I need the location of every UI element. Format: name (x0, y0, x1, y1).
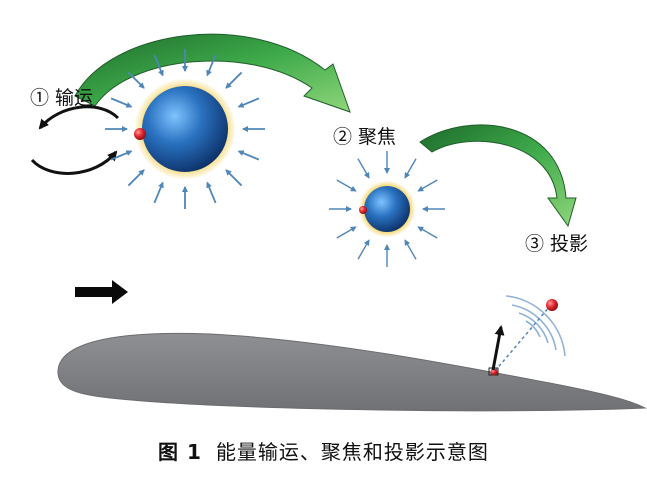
small-sphere (364, 186, 410, 232)
large-sphere-particle (134, 128, 146, 140)
small-sphere-ray-arrow (336, 179, 357, 192)
step-3-label: ③ 投影 (525, 233, 588, 255)
large-sphere-ray-arrow (225, 71, 243, 89)
large-sphere-ray-arrow (110, 150, 133, 161)
green-arrow-transport-to-focus (74, 33, 351, 113)
large-sphere-ray-arrow (110, 97, 133, 108)
surface-force-arrow (491, 325, 505, 371)
figure-caption-text: 能量输运、聚焦和投影示意图 (215, 440, 489, 464)
figure-caption: 图 1 能量输运、聚焦和投影示意图 (0, 436, 647, 465)
far-particle (546, 299, 558, 311)
large-sphere-ray-arrow (237, 150, 260, 161)
large-sphere-ray-arrow (237, 97, 260, 108)
surface-particle (490, 368, 498, 376)
small-sphere-group (329, 151, 445, 267)
small-sphere-inward-arrows (329, 151, 445, 267)
airfoil-surface (57, 332, 647, 412)
large-sphere-inward-arrows (105, 49, 265, 209)
large-sphere-ray-arrow (153, 54, 164, 77)
step-1-label: ① 输运 (30, 87, 93, 109)
large-sphere-ray-arrow (206, 54, 217, 77)
large-sphere-ray-arrow (127, 71, 145, 89)
small-sphere-ray-arrow (357, 158, 370, 179)
step-2-label: ② 聚焦 (333, 126, 396, 148)
large-sphere-ray-arrow (225, 169, 243, 187)
small-sphere-ray-arrow (417, 179, 438, 192)
green-arrow-focus-to-projection (419, 124, 577, 228)
small-sphere-particle (359, 206, 367, 214)
flow-direction-arrow (75, 280, 128, 304)
small-sphere-ray-arrow (357, 239, 370, 260)
projection-detail (488, 295, 566, 376)
large-sphere-ray-arrow (127, 169, 145, 187)
projection-line (494, 305, 551, 372)
large-sphere-group (105, 49, 265, 209)
large-sphere-ray-arrow (206, 181, 217, 204)
small-sphere-ray-arrow (336, 226, 357, 239)
small-sphere-ray-arrow (404, 158, 417, 179)
circular-transport-arrows (30, 105, 120, 175)
small-sphere-ray-arrow (417, 226, 438, 239)
large-sphere-ray-arrow (153, 181, 164, 204)
large-sphere (142, 86, 228, 172)
small-sphere-ray-arrow (404, 239, 417, 260)
acoustic-waves (505, 295, 566, 357)
figure-number: 图 1 (158, 440, 202, 464)
